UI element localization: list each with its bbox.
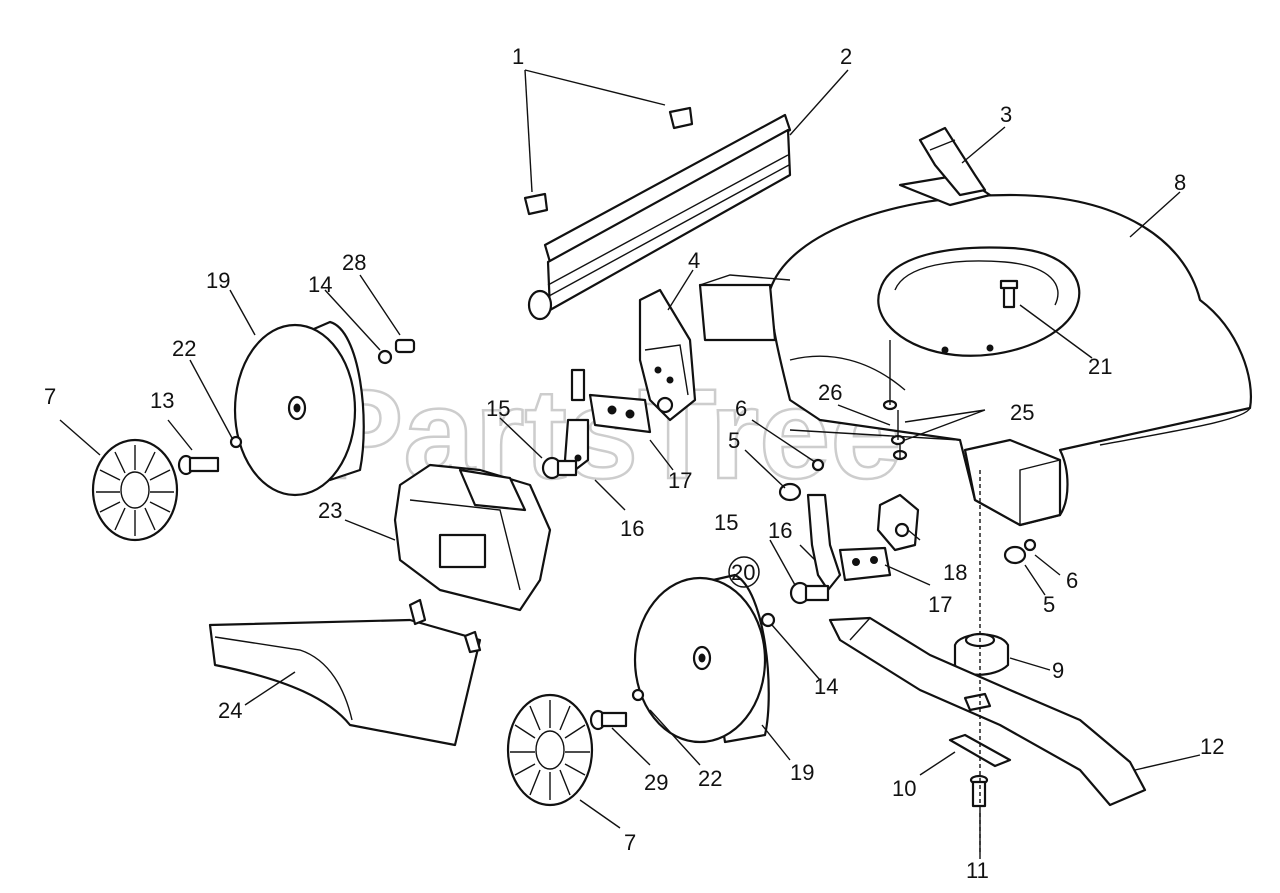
callout-14-right: 14	[814, 674, 838, 699]
callout-labels: 1 2 3 4 5 5 6 6 7 7 8 9 10 11 12 13 14 1…	[44, 44, 1224, 883]
callout-17-right: 17	[928, 592, 952, 617]
callout-14-left: 14	[308, 272, 332, 297]
callout-16-right: 16	[768, 518, 792, 543]
callout-11: 11	[966, 858, 989, 883]
part-23-deflector-housing[interactable]	[393, 463, 552, 612]
part-2-rear-shield[interactable]	[527, 113, 792, 321]
callout-21: 21	[1088, 354, 1112, 379]
part-4-height-adjuster[interactable]	[638, 288, 697, 422]
callout-22-right: 22	[698, 766, 722, 791]
part-19-right-wheel[interactable]	[633, 573, 770, 744]
part-25-26-washers[interactable]	[882, 340, 908, 461]
callout-28: 28	[342, 250, 366, 275]
callout-7-left: 7	[44, 384, 56, 409]
callout-16-left: 16	[620, 516, 644, 541]
part-14-left-washer[interactable]	[377, 349, 393, 365]
part-24-deflector-plate[interactable]	[208, 598, 482, 747]
callout-29: 29	[644, 770, 668, 795]
callout-13: 13	[150, 388, 174, 413]
part-16-left-axle-arm[interactable]	[563, 418, 590, 472]
part-1-clips[interactable]	[523, 106, 694, 216]
callout-1: 1	[512, 44, 524, 69]
callout-17-left: 17	[668, 468, 692, 493]
callout-23: 23	[318, 498, 342, 523]
callout-4: 4	[688, 248, 700, 273]
callout-6-right: 6	[1066, 568, 1078, 593]
part-19-left-wheel[interactable]	[233, 320, 365, 497]
callout-5-right: 5	[1043, 592, 1055, 617]
callout-2: 2	[840, 44, 852, 69]
callout-25: 25	[1010, 400, 1034, 425]
part-18-right-height-adjuster[interactable]	[876, 493, 920, 552]
callout-5-left: 5	[728, 428, 740, 453]
callout-15-right: 15	[714, 510, 738, 535]
callout-20: 20	[731, 560, 755, 585]
callout-19-left: 19	[206, 268, 230, 293]
part-29-bolt[interactable]	[589, 709, 628, 731]
part-28-spacer[interactable]	[394, 338, 416, 354]
part-14-right-washer[interactable]	[760, 612, 776, 628]
part-17-right-adjuster[interactable]	[838, 546, 892, 582]
part-15-right-shoulder-bolt[interactable]	[789, 581, 830, 605]
callout-22-left: 22	[172, 336, 196, 361]
part-13-bolt[interactable]	[177, 454, 220, 476]
part-15-left-shoulder-bolt[interactable]	[541, 456, 578, 480]
callout-12: 12	[1200, 734, 1224, 759]
callout-26: 26	[818, 380, 842, 405]
part-7-right-hubcap[interactable]	[506, 693, 594, 807]
callout-15-left: 15	[486, 396, 510, 421]
callout-8: 8	[1174, 170, 1186, 195]
part-22-right-nut[interactable]	[631, 688, 645, 702]
callout-6-left: 6	[735, 396, 747, 421]
part-12-blade[interactable]	[828, 616, 1147, 807]
callout-18: 18	[943, 560, 967, 585]
part-8-deck-housing[interactable]	[698, 173, 1252, 527]
callout-20-circle	[728, 556, 760, 588]
callout-9: 9	[1052, 658, 1064, 683]
callout-24: 24	[218, 698, 242, 723]
part-7-left-hubcap[interactable]	[91, 438, 179, 542]
callout-3: 3	[1000, 102, 1012, 127]
part-21-bolt[interactable]	[999, 279, 1019, 309]
part-17-left-adjuster[interactable]	[570, 368, 652, 434]
part-16-right-axle-arm[interactable]	[806, 493, 842, 592]
leader-lines	[59, 69, 1201, 855]
part-3-bracket[interactable]	[918, 126, 987, 197]
callout-7-right: 7	[624, 830, 636, 855]
callout-10: 10	[892, 776, 916, 801]
callout-19-right: 19	[790, 760, 814, 785]
part-11-blade-bolt[interactable]	[969, 774, 989, 808]
part-22-left-nut[interactable]	[229, 435, 243, 449]
